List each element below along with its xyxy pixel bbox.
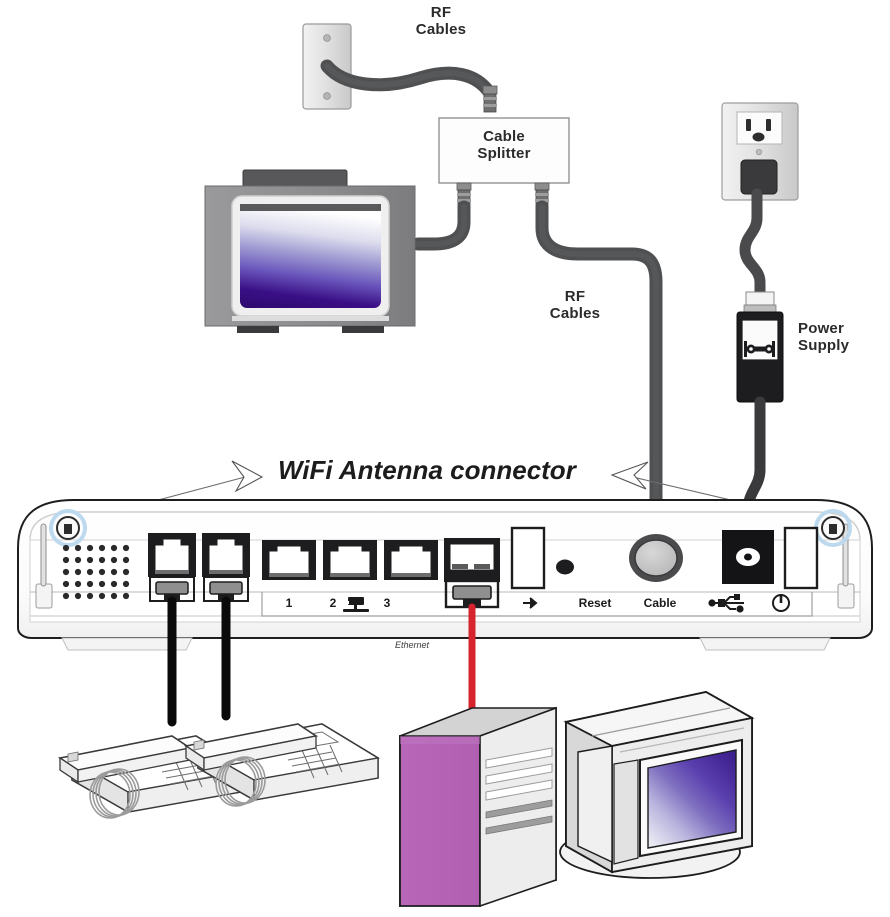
crt-monitor-graphic <box>559 690 755 879</box>
lan-jack-2 <box>323 540 377 580</box>
usb-host-port <box>510 526 546 590</box>
cable-splitter-graphic <box>438 117 570 184</box>
ac-wall-outlet-graphic <box>721 102 799 201</box>
rf-cables-top-label: RF Cables <box>415 4 467 39</box>
handset-cord-right <box>215 756 266 807</box>
power-switch-port <box>783 526 819 590</box>
phone-jack-1 <box>148 533 196 602</box>
port-label-cable: Cable <box>643 596 677 610</box>
dc-power-jack <box>722 530 774 584</box>
rf-cables-mid-label: RF Cables <box>549 288 601 323</box>
ethernet-label: Ethernet <box>395 640 430 650</box>
ventilation-grid <box>62 544 130 600</box>
f-connector-top <box>482 85 498 113</box>
antenna-stub-left <box>35 523 53 609</box>
power-glyph-icon <box>772 594 790 612</box>
power-supply-label: Power Supply <box>798 320 850 355</box>
coax-cable-port <box>629 534 683 582</box>
port-label-2: 2 <box>329 596 337 610</box>
desktop-computer-tower-graphic <box>399 706 557 908</box>
handset-cord-left <box>89 768 140 819</box>
lan-jack-3 <box>384 540 438 580</box>
telephone-right-graphic <box>183 723 380 807</box>
port-label-3: 3 <box>383 596 391 610</box>
power-supply-symbol <box>744 341 775 357</box>
cable-splitter-label: Cable Splitter <box>477 128 531 163</box>
port-label-1: 1 <box>285 596 293 610</box>
cable-modem-router-graphic <box>17 499 873 651</box>
reset-pinhole <box>556 559 574 575</box>
lan-jack-1 <box>262 540 316 580</box>
wifi-antenna-connector-label: WiFi Antenna connector <box>278 455 576 485</box>
usb-glyph-icon <box>708 594 744 613</box>
network-glyph-icon <box>343 597 369 612</box>
wifi-antenna-connector-right <box>814 509 852 547</box>
port-label-reset: Reset <box>578 596 612 610</box>
lan-jack-4-connected <box>444 538 500 609</box>
wifi-antenna-connector-left <box>49 509 87 547</box>
usb-device-glyph-icon <box>523 597 538 609</box>
television-graphic <box>204 169 416 333</box>
power-supply-graphic <box>736 291 784 403</box>
